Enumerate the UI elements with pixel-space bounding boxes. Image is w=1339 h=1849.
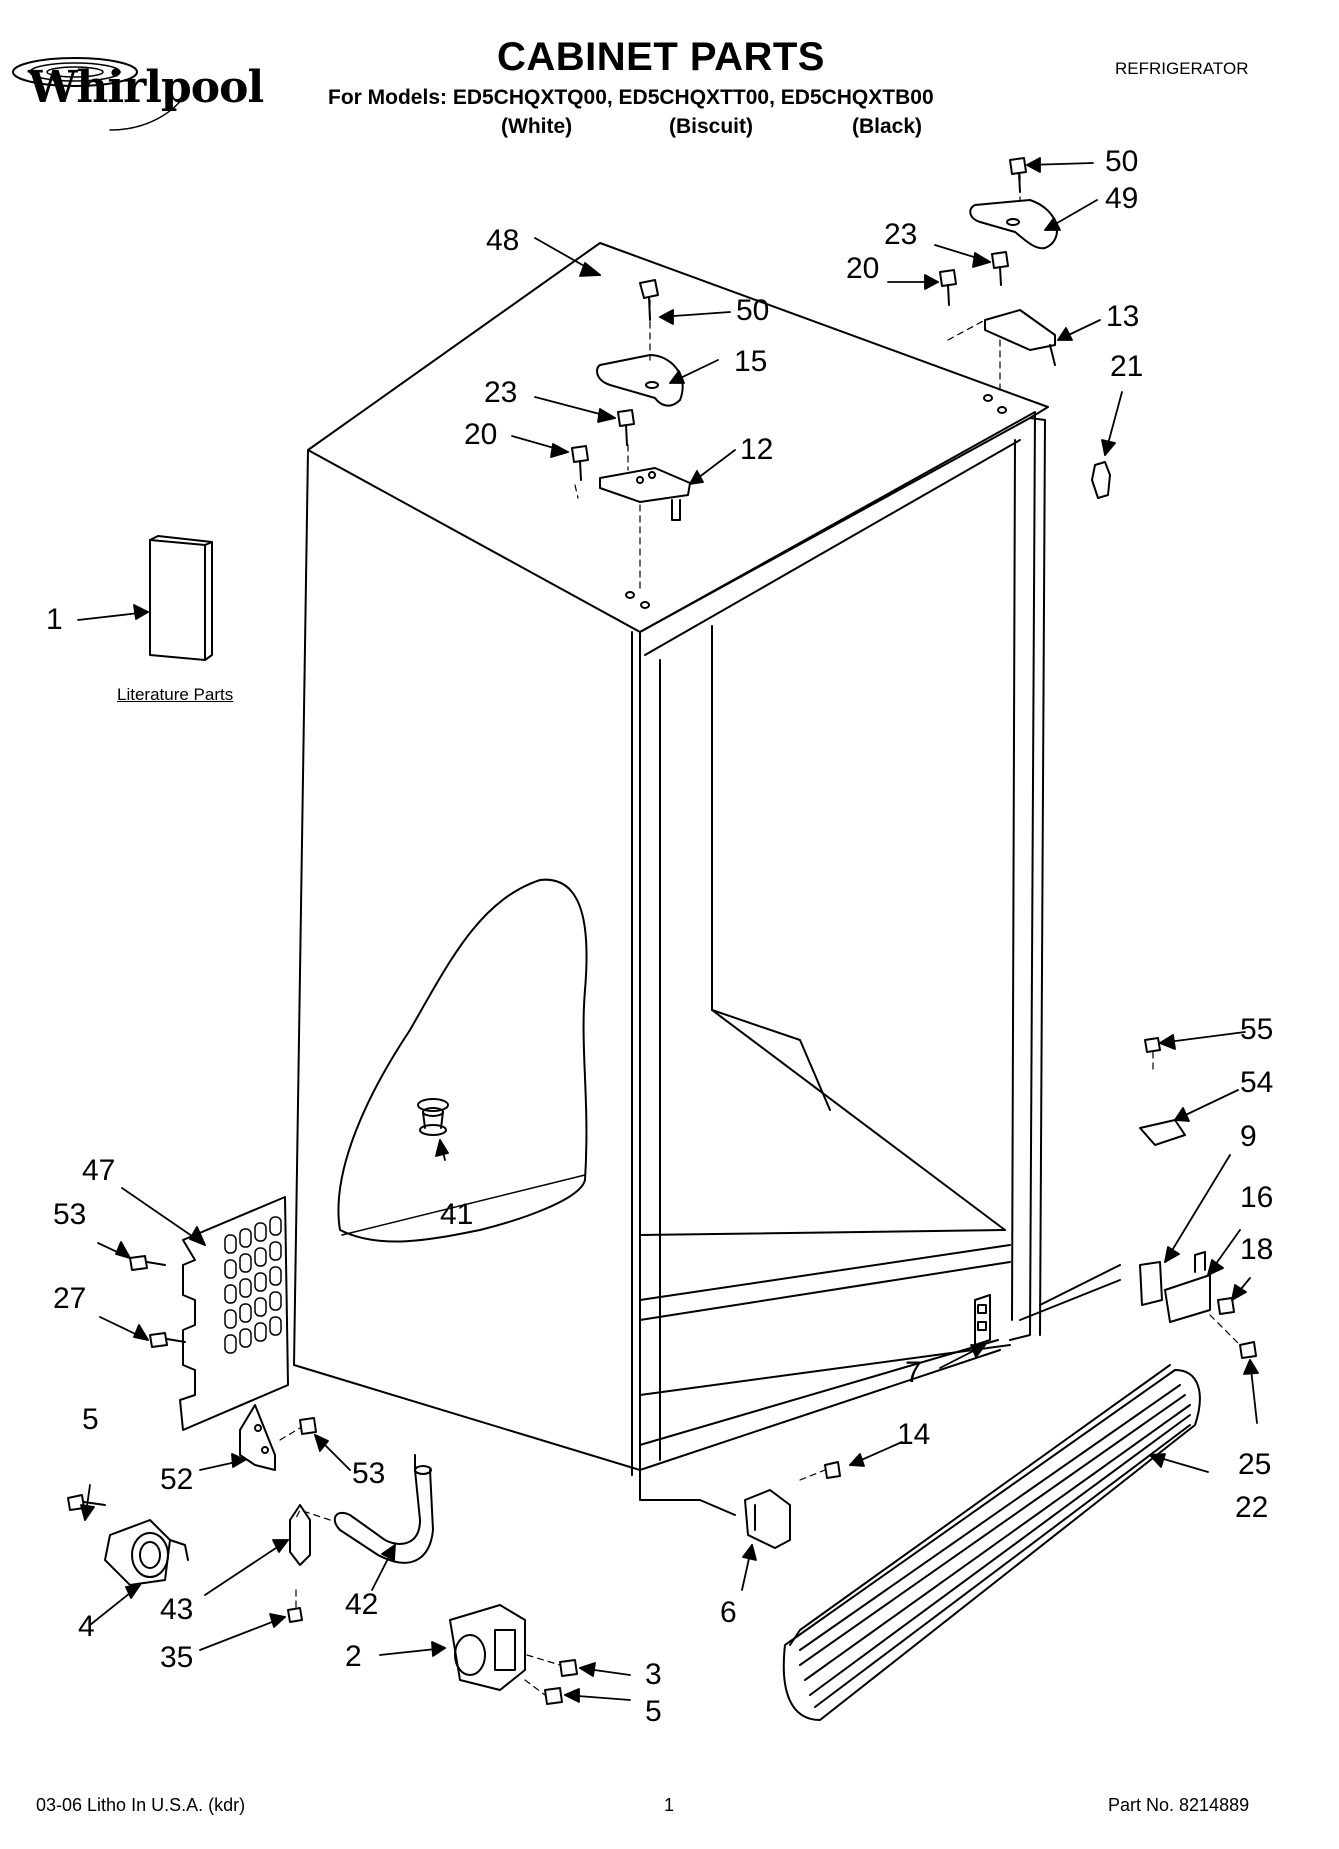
callout-52: 52: [160, 1463, 194, 1496]
callout-49: 49: [1105, 182, 1139, 215]
whirlpool-logo: Whirlpool: [28, 62, 264, 113]
callout-21: 21: [1110, 350, 1144, 383]
callout-50-right: 50: [1105, 145, 1139, 178]
callout-16: 16: [1240, 1181, 1274, 1214]
callout-54: 54: [1240, 1066, 1274, 1099]
callout-1: 1: [46, 603, 63, 636]
callout-9: 9: [1240, 1120, 1257, 1153]
callout-50-left: 50: [736, 294, 770, 327]
top-hinge-right-assembly: [939, 157, 1111, 499]
lower-right-parts: [744, 1037, 1257, 1721]
callout-47: 47: [82, 1154, 116, 1187]
color-black: (Black): [852, 115, 923, 138]
callout-12: 12: [740, 433, 774, 466]
callout-2: 2: [345, 1640, 362, 1673]
color-white: (White): [501, 115, 573, 138]
literature-parts-booklet: [149, 535, 213, 661]
callout-5-bottom: 5: [645, 1695, 662, 1728]
callout-15: 15: [734, 345, 768, 378]
callout-41: 41: [440, 1198, 474, 1231]
callout-27: 27: [53, 1282, 87, 1315]
callout-42: 42: [345, 1588, 379, 1621]
footer-litho: 03-06 Litho In U.S.A. (kdr): [36, 1795, 246, 1815]
callout-43: 43: [160, 1593, 194, 1626]
top-hinge-left-assembly: [571, 279, 691, 609]
callout-23-left: 23: [484, 376, 518, 409]
color-biscuit: (Biscuit): [669, 115, 753, 138]
callout-13: 13: [1106, 300, 1140, 333]
callout-25: 25: [1238, 1448, 1272, 1481]
callout-18: 18: [1240, 1233, 1274, 1266]
callout-3: 3: [645, 1658, 662, 1691]
callout-53-left: 53: [53, 1198, 87, 1231]
callout-48: 48: [486, 224, 520, 257]
callout-53-bottom: 53: [352, 1457, 386, 1490]
callout-23-right: 23: [884, 218, 918, 251]
refrigerator-cabinet: [293, 242, 1121, 1516]
lower-left-parts: [67, 1404, 578, 1705]
callout-4: 4: [78, 1610, 95, 1643]
callout-7: 7: [905, 1356, 922, 1389]
callout-20-left: 20: [464, 418, 498, 451]
footer-page-number: 1: [664, 1795, 675, 1815]
literature-parts-label: Literature Parts: [117, 685, 234, 704]
model-numbers: For Models: ED5CHQXTQ00, ED5CHQXTT00, ED…: [328, 86, 934, 109]
footer-part-number: Part No. 8214889: [1108, 1795, 1250, 1815]
callout-22: 22: [1235, 1491, 1269, 1524]
whirlpool-logo-graphic: [12, 57, 186, 131]
callout-20-right: 20: [846, 252, 880, 285]
callout-6: 6: [720, 1596, 737, 1629]
leader-arrows: [77, 157, 1259, 1703]
callout-14: 14: [897, 1418, 931, 1451]
callout-35: 35: [160, 1641, 194, 1674]
page-title: CABINET PARTS: [497, 35, 825, 79]
appliance-category: REFRIGERATOR: [1115, 59, 1249, 78]
callout-55: 55: [1240, 1013, 1274, 1046]
rear-access-grille: [129, 1196, 289, 1431]
callout-5-left: 5: [82, 1403, 99, 1436]
